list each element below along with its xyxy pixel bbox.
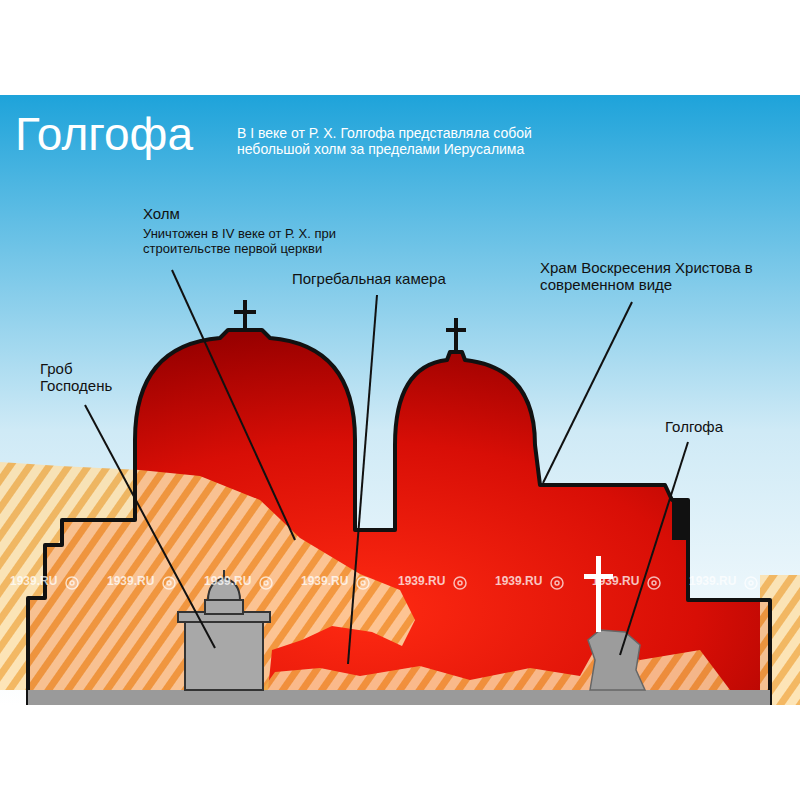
dome-cross — [234, 300, 466, 354]
watermark: 1939.RU — [398, 575, 445, 589]
callout-note: Уничтожен в IV веке от Р. Х. при строите… — [143, 227, 393, 257]
callout-label: Погребальная камера — [292, 270, 492, 287]
tomb-edicule — [178, 570, 270, 690]
title: Голгофа — [15, 108, 193, 161]
cross — [584, 556, 613, 632]
callout-label: Гроб Господень — [40, 360, 132, 395]
watermark: 1939.RU — [301, 575, 348, 589]
watermark: 1939.RU — [107, 575, 154, 589]
watermark: 1939.RU — [689, 575, 736, 589]
callout-label: Голгофа — [665, 418, 785, 435]
callout-label: Храм Воскресения Христова в современном … — [540, 259, 790, 294]
ground — [760, 575, 800, 705]
sky — [0, 95, 800, 705]
ground — [262, 640, 730, 690]
church-outline — [28, 330, 770, 705]
subtitle-note: В I веке от Р. Х. Голгофа представляла с… — [237, 125, 567, 157]
church-detail — [672, 500, 688, 540]
watermark: 1939.RU — [495, 575, 542, 589]
callout-label: Холм — [143, 205, 263, 222]
leader-line — [85, 270, 688, 664]
watermark: 1939.RU — [592, 575, 639, 589]
floor — [28, 690, 770, 705]
hill — [0, 462, 415, 690]
watermark: 1939.RU — [204, 575, 251, 589]
golgotha-rock — [588, 630, 645, 690]
watermark: 1939.RU — [10, 575, 57, 589]
